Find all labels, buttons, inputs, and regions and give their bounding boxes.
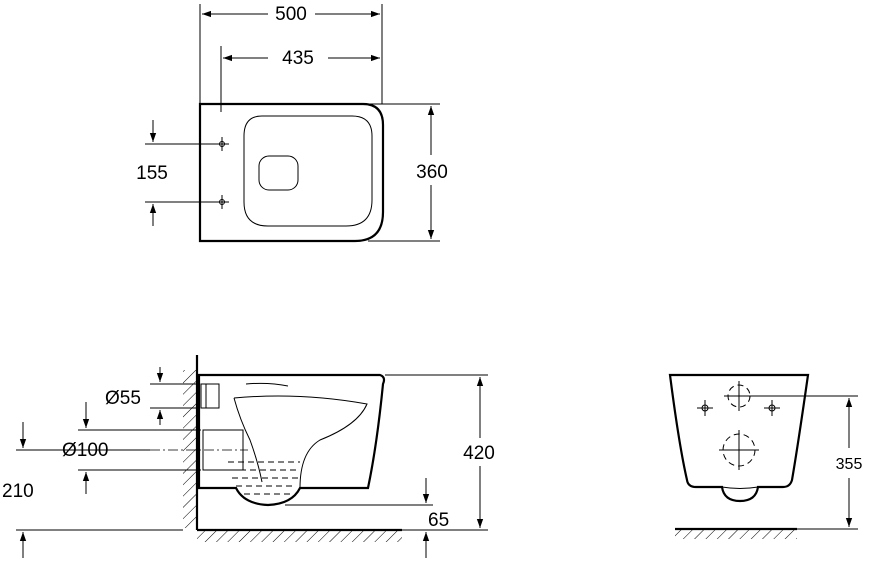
dim-depth: 360 [416, 162, 448, 183]
side-view-bowl-inner [233, 395, 368, 489]
dim-width-mount: 435 [282, 48, 314, 69]
mounting-hole-lower [215, 195, 229, 209]
front-fixing-hole-right [764, 400, 780, 416]
dim-inlet-diameter: Ø55 [105, 388, 141, 409]
dim-fixing-height: 355 [836, 456, 863, 473]
dim-hole-spacing: 155 [136, 163, 168, 184]
front-view-outlet-lip [721, 486, 759, 489]
dim-floor-clearance: 65 [428, 510, 449, 531]
side-view-bowl-outline [197, 373, 386, 507]
dim-outlet-height: 210 [2, 481, 34, 502]
side-view: Ø55 Ø100 210 420 65 [2, 355, 495, 558]
front-inlet-circle [724, 381, 754, 411]
front-fixing-hole-left [697, 400, 713, 416]
top-view: 500 435 155 360 [136, 4, 448, 243]
front-view-body-outline [668, 373, 810, 503]
side-view-trap-front [233, 397, 263, 483]
dim-bowl-height: 420 [463, 443, 495, 464]
floor-hatching [197, 530, 402, 542]
inlet-pipe [200, 383, 220, 409]
dim-width-overall: 500 [275, 4, 307, 25]
top-view-rim [243, 115, 373, 227]
side-view-flush-rim [245, 382, 289, 387]
front-view: 355 [668, 373, 863, 539]
top-view-body-outline [198, 102, 385, 243]
front-floor-hatching [675, 529, 797, 539]
mounting-hole-upper [215, 137, 229, 151]
wall-hatching [183, 370, 197, 528]
top-view-drain [258, 155, 299, 191]
front-outlet-circle [719, 430, 759, 470]
